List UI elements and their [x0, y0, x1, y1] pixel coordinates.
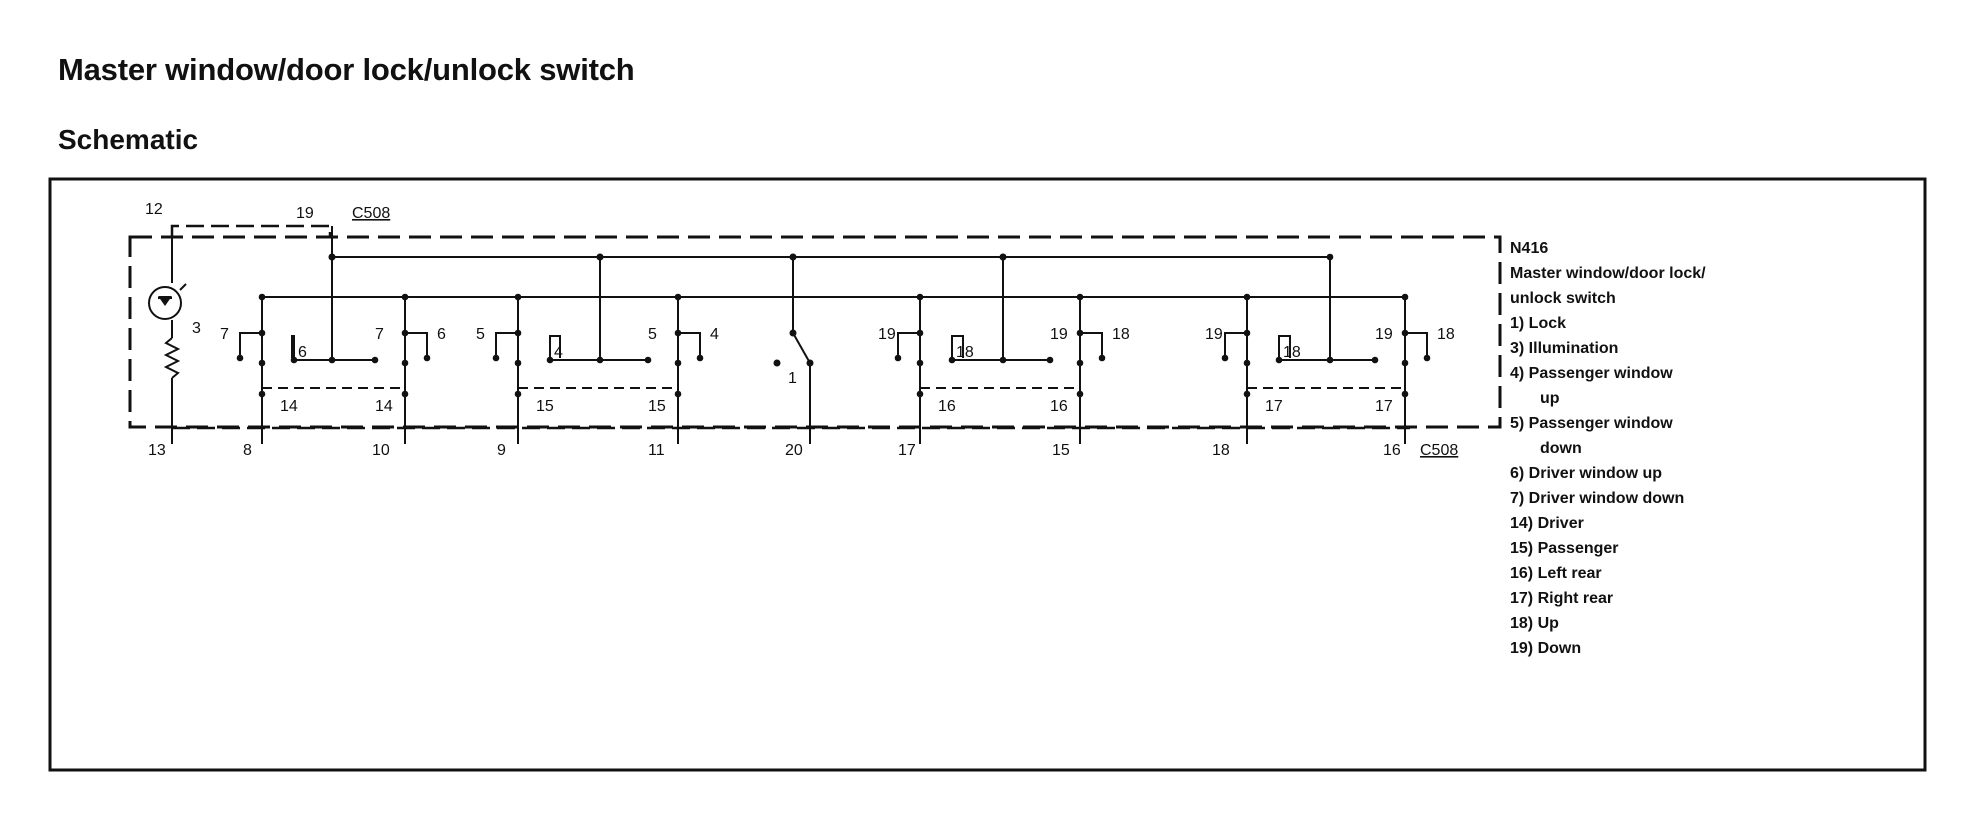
pin-label: 8 [243, 442, 252, 459]
legend-item: 19) Down [1510, 640, 1581, 657]
group-label: 17 [1265, 398, 1283, 415]
component-name-line2: unlock switch [1510, 290, 1616, 307]
pin-label: 16 [1383, 442, 1401, 459]
connector-label-bottom: C508 [1420, 442, 1458, 459]
contact-label: 19 [1050, 326, 1068, 343]
illumination-branch [148, 226, 187, 444]
legend-item: up [1540, 390, 1560, 407]
pin-label: 11 [648, 442, 665, 459]
pin-label-12: 12 [145, 201, 163, 218]
legend-item: 15) Passenger [1510, 540, 1619, 557]
contact-label: 19 [1205, 326, 1223, 343]
pin-label: 13 [148, 442, 166, 459]
legend-item: 3) Illumination [1510, 340, 1618, 357]
diode-icon [158, 296, 172, 306]
component-name-line1: Master window/door lock/ [1510, 265, 1706, 282]
page-title: Master window/door lock/unlock switch [58, 52, 635, 87]
connector-label-top: C508 [352, 205, 390, 222]
switch-group-2: 5 4 5 4 15 15 [476, 253, 719, 444]
pin-label: 20 [785, 442, 803, 459]
contact-label: 18 [956, 344, 974, 361]
contact-label: 6 [437, 326, 446, 343]
legend-item: 14) Driver [1510, 515, 1584, 532]
legend-item: 6) Driver window up [1510, 465, 1662, 482]
group-label: 14 [375, 398, 393, 415]
contact-label: 6 [298, 344, 307, 361]
contact-label: 18 [1437, 326, 1455, 343]
contact-label: 19 [878, 326, 896, 343]
section-heading: Schematic [58, 124, 199, 155]
pin-label: 9 [497, 442, 506, 459]
group-label: 14 [280, 398, 298, 415]
group-label: 17 [1375, 398, 1393, 415]
contact-label: 5 [476, 326, 485, 343]
legend-item: 4) Passenger window [1510, 365, 1673, 382]
pin-label-19: 19 [296, 205, 314, 222]
component-boundary [128, 235, 1502, 429]
group-label: 16 [1050, 398, 1068, 415]
legend-item: 18) Up [1510, 615, 1559, 632]
contact-label: 7 [220, 326, 229, 343]
component-code: N416 [1510, 240, 1548, 257]
contact-label: 19 [1375, 326, 1393, 343]
diode-label: 3 [192, 320, 201, 337]
legend-item: 7) Driver window down [1510, 490, 1684, 507]
contact-label: 18 [1283, 344, 1301, 361]
pin-label: 10 [372, 442, 390, 459]
contact-label: 4 [554, 344, 563, 361]
bus-junctions [328, 253, 1007, 367]
legend-item: 5) Passenger window [1510, 415, 1673, 432]
switch-group-1: 7 6 7 6 14 14 [220, 253, 446, 444]
group-label: 16 [938, 398, 956, 415]
legend-item: 16) Left rear [1510, 565, 1602, 582]
switch-group-3: 19 18 19 18 16 16 [878, 253, 1130, 444]
switch-group-4: 19 18 19 18 17 17 [1205, 253, 1455, 444]
pin-label: 18 [1212, 442, 1230, 459]
contact-label: 4 [710, 326, 719, 343]
pin-label: 15 [1052, 442, 1070, 459]
contact-label: 5 [648, 326, 657, 343]
contact-label: 7 [375, 326, 384, 343]
connector-bracket-top [170, 224, 332, 237]
schematic-frame [48, 177, 1927, 772]
group-label: 15 [536, 398, 554, 415]
legend-item: 17) Right rear [1510, 590, 1613, 607]
bus-lines [262, 226, 1405, 444]
lock-switch-label: 1 [788, 370, 797, 387]
legend-item: down [1540, 440, 1582, 457]
legend-item: 1) Lock [1510, 315, 1566, 332]
pin-label: 17 [898, 442, 916, 459]
contact-label: 18 [1112, 326, 1130, 343]
group-label: 15 [648, 398, 666, 415]
